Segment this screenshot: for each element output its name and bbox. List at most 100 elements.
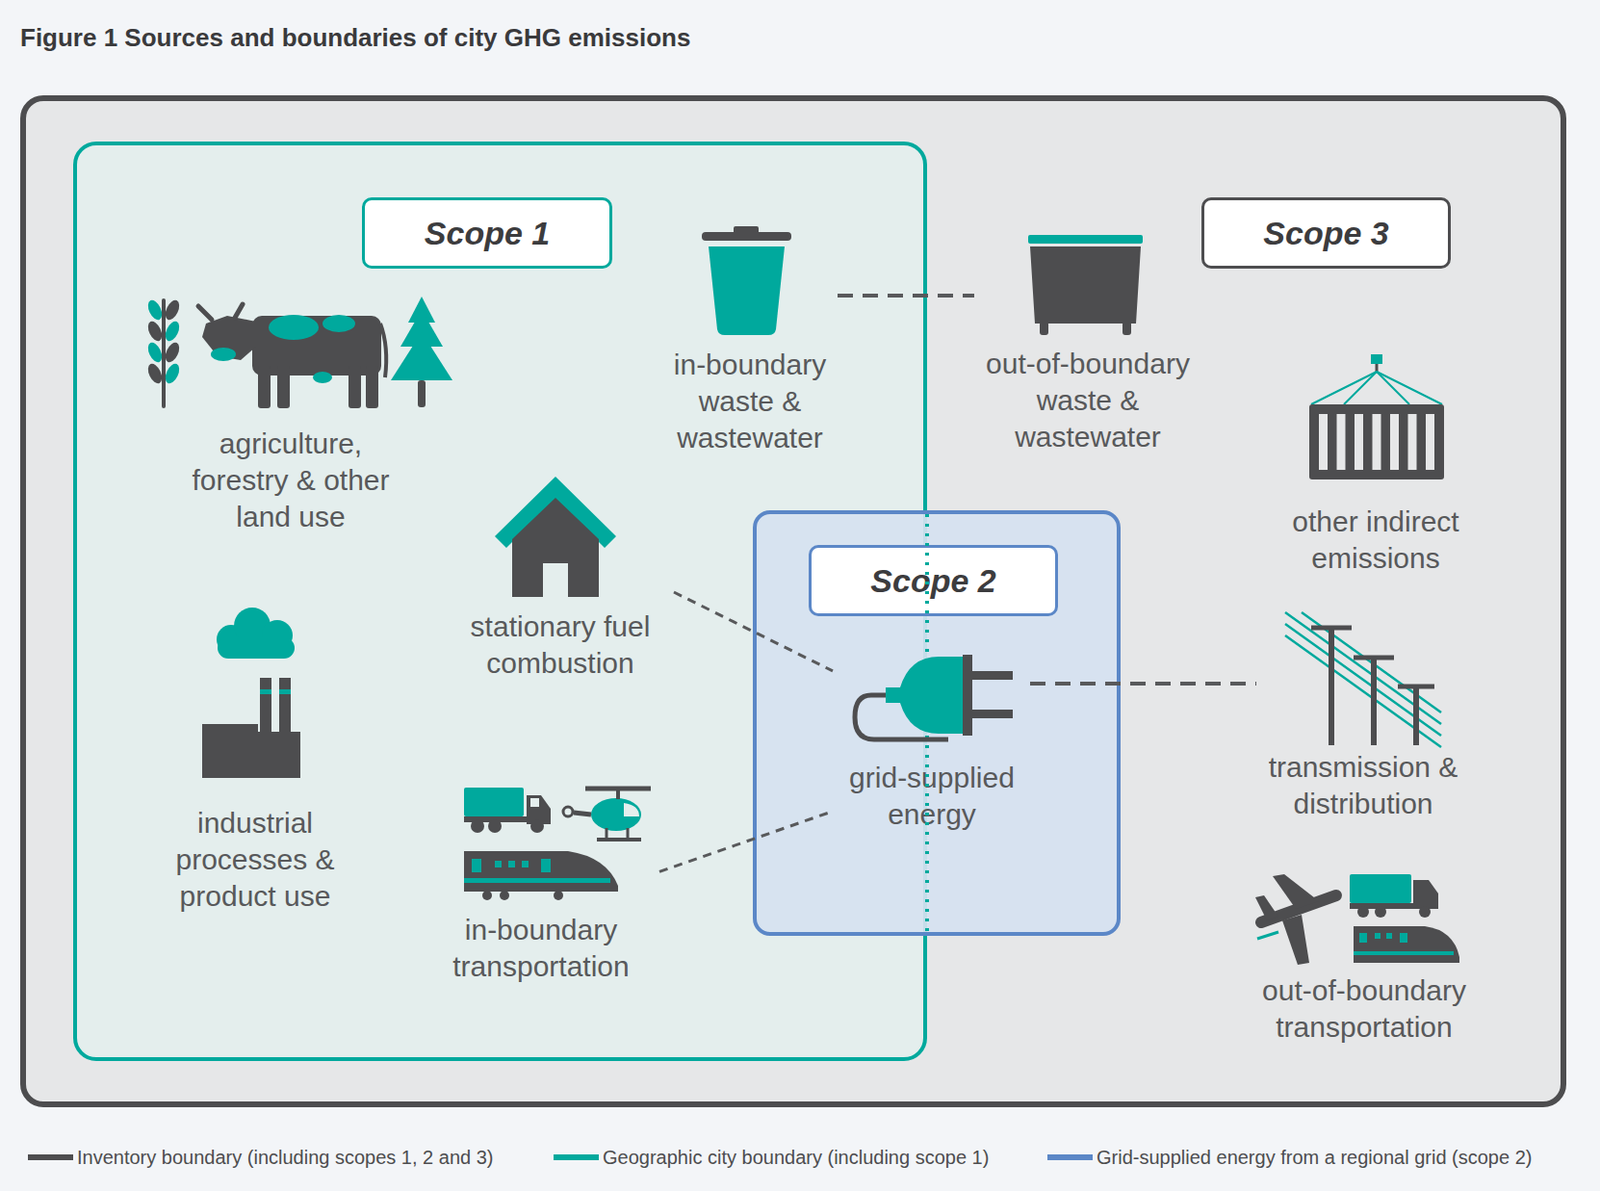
source-label: in-boundary transportation [439, 911, 643, 985]
helicopter-icon-part [573, 812, 592, 815]
source-label: transmission & distribution [1260, 748, 1468, 823]
emission-source: agriculture, forestry & other land use [139, 288, 458, 542]
cow-icon-part [348, 365, 362, 409]
container-icon-part [1311, 371, 1377, 405]
legend-swatch [27, 1154, 74, 1161]
truck-icon-part [1349, 903, 1439, 909]
container-icon-part [1337, 413, 1346, 470]
train-icon [1353, 926, 1460, 963]
truck-icon-part [464, 787, 524, 817]
source-label: out-of-boundary transportation [1253, 972, 1475, 1046]
train-icon-part [1353, 951, 1454, 955]
wheat-icon-part [162, 361, 182, 386]
factory-icon-part [259, 689, 272, 695]
tree-icon-part [408, 296, 436, 323]
helicopter-icon-part [605, 827, 609, 840]
pylon-icon-part [1413, 686, 1420, 746]
container-icon-part [1309, 404, 1445, 480]
plane-icon [1255, 874, 1337, 965]
cow-icon-part [198, 304, 243, 320]
truck-icon-part [1349, 874, 1412, 904]
cow-icon-part [252, 315, 382, 376]
truck-icon-part [488, 819, 502, 833]
source-label: out-of-boundary waste & wastewater [977, 345, 1199, 456]
wheat-icon-part [162, 318, 182, 343]
helicopter-icon-part [616, 788, 620, 800]
dumpster-icon-part [1039, 321, 1049, 336]
plane-icon-part [1272, 874, 1319, 909]
factory-icon-part [279, 677, 291, 736]
emission-source: in-boundary waste & wastewater [664, 223, 838, 460]
inventory-boundary: Scope 3Scope 1agriculture, forestry & ot… [20, 95, 1567, 1108]
wheat-icon-part [161, 300, 166, 407]
train-icon-part [482, 890, 492, 901]
helicopter-icon-part [563, 806, 573, 817]
truck-icon-part [530, 819, 544, 833]
dashed-connector [673, 592, 833, 671]
container-icon-part [1425, 413, 1435, 470]
source-label: stationary fuel combustion [449, 608, 671, 682]
container-icon-part [1376, 371, 1410, 405]
bin-icon-part [708, 246, 785, 336]
dumpster-icon-part [1028, 234, 1143, 244]
helicopter-icon-part [591, 798, 642, 831]
plug-icon-part [885, 656, 963, 734]
container-icon-part [1375, 363, 1379, 372]
truck-icon-part [1357, 905, 1369, 918]
legend-item: Inventory boundary (including scopes 1, … [27, 1145, 494, 1169]
container-icon-part [1390, 413, 1399, 470]
cow-icon-part [202, 315, 257, 361]
plane-icon-part [1255, 895, 1279, 921]
container-icon-part [1376, 371, 1443, 405]
cow-icon-part [268, 314, 319, 340]
cow-icon-part [380, 323, 387, 378]
pylon-icon-part [1285, 623, 1442, 736]
train-icon-part [499, 890, 510, 901]
truck-icon-part [530, 798, 540, 807]
pylon-icon-part [1328, 627, 1335, 746]
bin-icon-part [733, 226, 759, 234]
cow-icon-part [312, 371, 333, 384]
tree-icon-part [400, 309, 443, 347]
source-label: in-boundary waste & wastewater [666, 346, 835, 457]
legend-item: Geographic city boundary (including scop… [553, 1145, 989, 1169]
train-icon [464, 851, 619, 901]
train-icon-part [1359, 932, 1368, 943]
container-icon-part [1372, 413, 1382, 470]
factory-icon [202, 607, 301, 778]
train-icon-part [1386, 932, 1393, 939]
plug-icon-part [972, 670, 1013, 680]
truck-icon [464, 787, 551, 833]
factory-icon-part [279, 689, 291, 695]
helicopter-icon-part [596, 837, 642, 842]
tree-icon [390, 296, 453, 408]
train-icon-part [508, 860, 516, 868]
factory-icon-part [259, 677, 272, 736]
scope-label: Scope 3 [1201, 197, 1451, 269]
plane-icon-part [1282, 914, 1310, 965]
plug-icon-part [972, 709, 1013, 719]
truck-icon-part [1419, 905, 1431, 918]
scope-label: Scope 2 [808, 544, 1059, 617]
house-icon-part [494, 476, 617, 548]
dashed-connector [1030, 681, 1257, 686]
truck-icon-part [464, 816, 551, 823]
truck-icon-part [1374, 905, 1387, 918]
train-icon-part [464, 851, 619, 892]
train-icon-part [541, 858, 551, 873]
plane-icon-part [1257, 931, 1279, 939]
figure-title: Figure 1 Sources and boundaries of city … [20, 23, 691, 53]
wheat-icon-part [145, 339, 165, 364]
emission-source: other indirect emissions [1276, 348, 1475, 580]
train-icon-part [1399, 932, 1408, 943]
plug-icon-part [962, 654, 973, 736]
wheat-icon [145, 297, 182, 407]
helicopter-icon [563, 788, 651, 840]
source-label: other indirect emissions [1279, 503, 1472, 577]
pylon-icon-part [1353, 655, 1394, 661]
pylon-icon-part [1285, 612, 1442, 724]
plug-icon [854, 654, 1013, 740]
pylon-icon-part [1285, 635, 1442, 748]
truck-icon-part [470, 819, 485, 833]
